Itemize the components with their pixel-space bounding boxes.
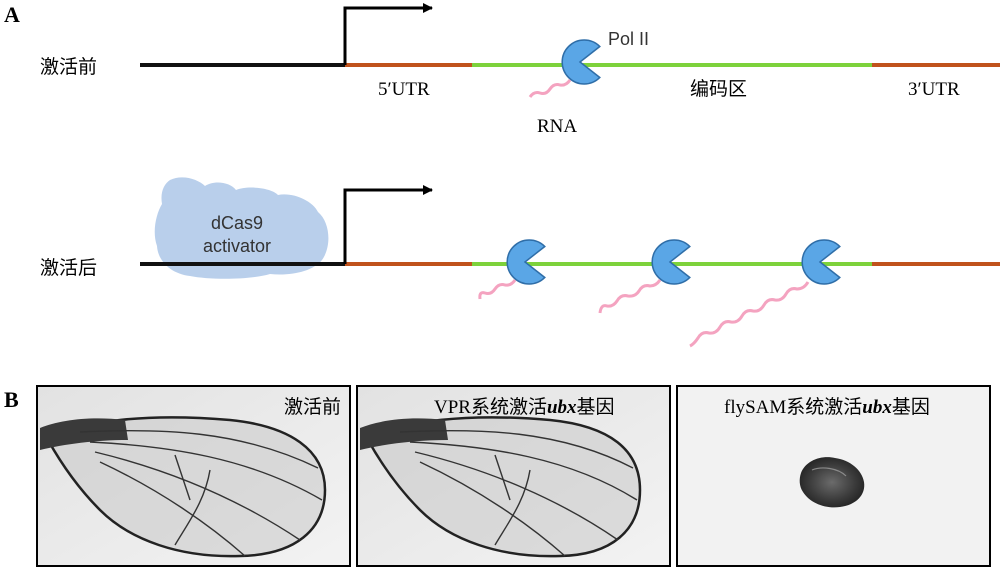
coding-region-label: 编码区 bbox=[690, 78, 747, 100]
promoter-arrow bbox=[343, 3, 433, 65]
image-title: 激活前 bbox=[284, 396, 341, 418]
image-title: VPR系统激活ubx基因 bbox=[434, 396, 615, 418]
polymerase-icon bbox=[801, 239, 841, 285]
title-gene: ubx bbox=[862, 397, 892, 418]
rna-strand bbox=[478, 279, 517, 300]
polymerase-icon bbox=[561, 39, 601, 85]
row-after-activation: dCas9 activator 激活后 bbox=[40, 177, 1000, 348]
panel-a-label: A bbox=[4, 2, 20, 27]
wing-veins bbox=[399, 429, 638, 557]
row-after-label: 激活后 bbox=[40, 257, 97, 279]
utr3-label: 3′UTR bbox=[908, 79, 960, 100]
row-before-label: 激活前 bbox=[40, 56, 97, 78]
title-gene: ubx bbox=[547, 397, 577, 418]
rna-strand bbox=[689, 281, 810, 348]
row-before-activation: 激活前 5′UTR 编码区 3′UTR Pol II RNA bbox=[40, 3, 1000, 137]
wing-membrane bbox=[366, 416, 642, 558]
polymerase-icon bbox=[651, 239, 691, 285]
fly-image-flysam: flySAM系统激活ubx基因 bbox=[676, 385, 991, 567]
fly-body-detail bbox=[811, 467, 847, 477]
wing-membrane bbox=[46, 416, 327, 558]
wing-image-before: 激活前 bbox=[36, 385, 351, 567]
rna-label: RNA bbox=[537, 116, 577, 137]
title-prefix: flySAM系统激活 bbox=[724, 396, 862, 418]
utr5-label: 5′UTR bbox=[378, 79, 430, 100]
rna-strand bbox=[528, 79, 572, 98]
title-suffix: 基因 bbox=[892, 396, 930, 418]
wing-veins bbox=[79, 429, 323, 557]
activator-line1: dCas9 bbox=[211, 213, 263, 233]
dcas9-activator-cloud bbox=[154, 177, 329, 279]
polymerase-icon bbox=[506, 239, 546, 285]
wing-image-vpr: VPR系统激活ubx基因 bbox=[356, 385, 671, 567]
panel-b-label: B bbox=[4, 387, 19, 412]
rna-strand bbox=[598, 279, 662, 314]
fly-body bbox=[799, 457, 865, 508]
wing-hinge bbox=[40, 418, 128, 450]
title-prefix: VPR系统激活 bbox=[434, 396, 547, 418]
promoter-arrow bbox=[343, 185, 433, 264]
wing-hinge bbox=[360, 418, 448, 450]
title-suffix: 基因 bbox=[577, 396, 615, 418]
activator-line2: activator bbox=[203, 236, 271, 256]
image-title: flySAM系统激活ubx基因 bbox=[724, 396, 930, 418]
pol-label: Pol II bbox=[608, 29, 649, 49]
